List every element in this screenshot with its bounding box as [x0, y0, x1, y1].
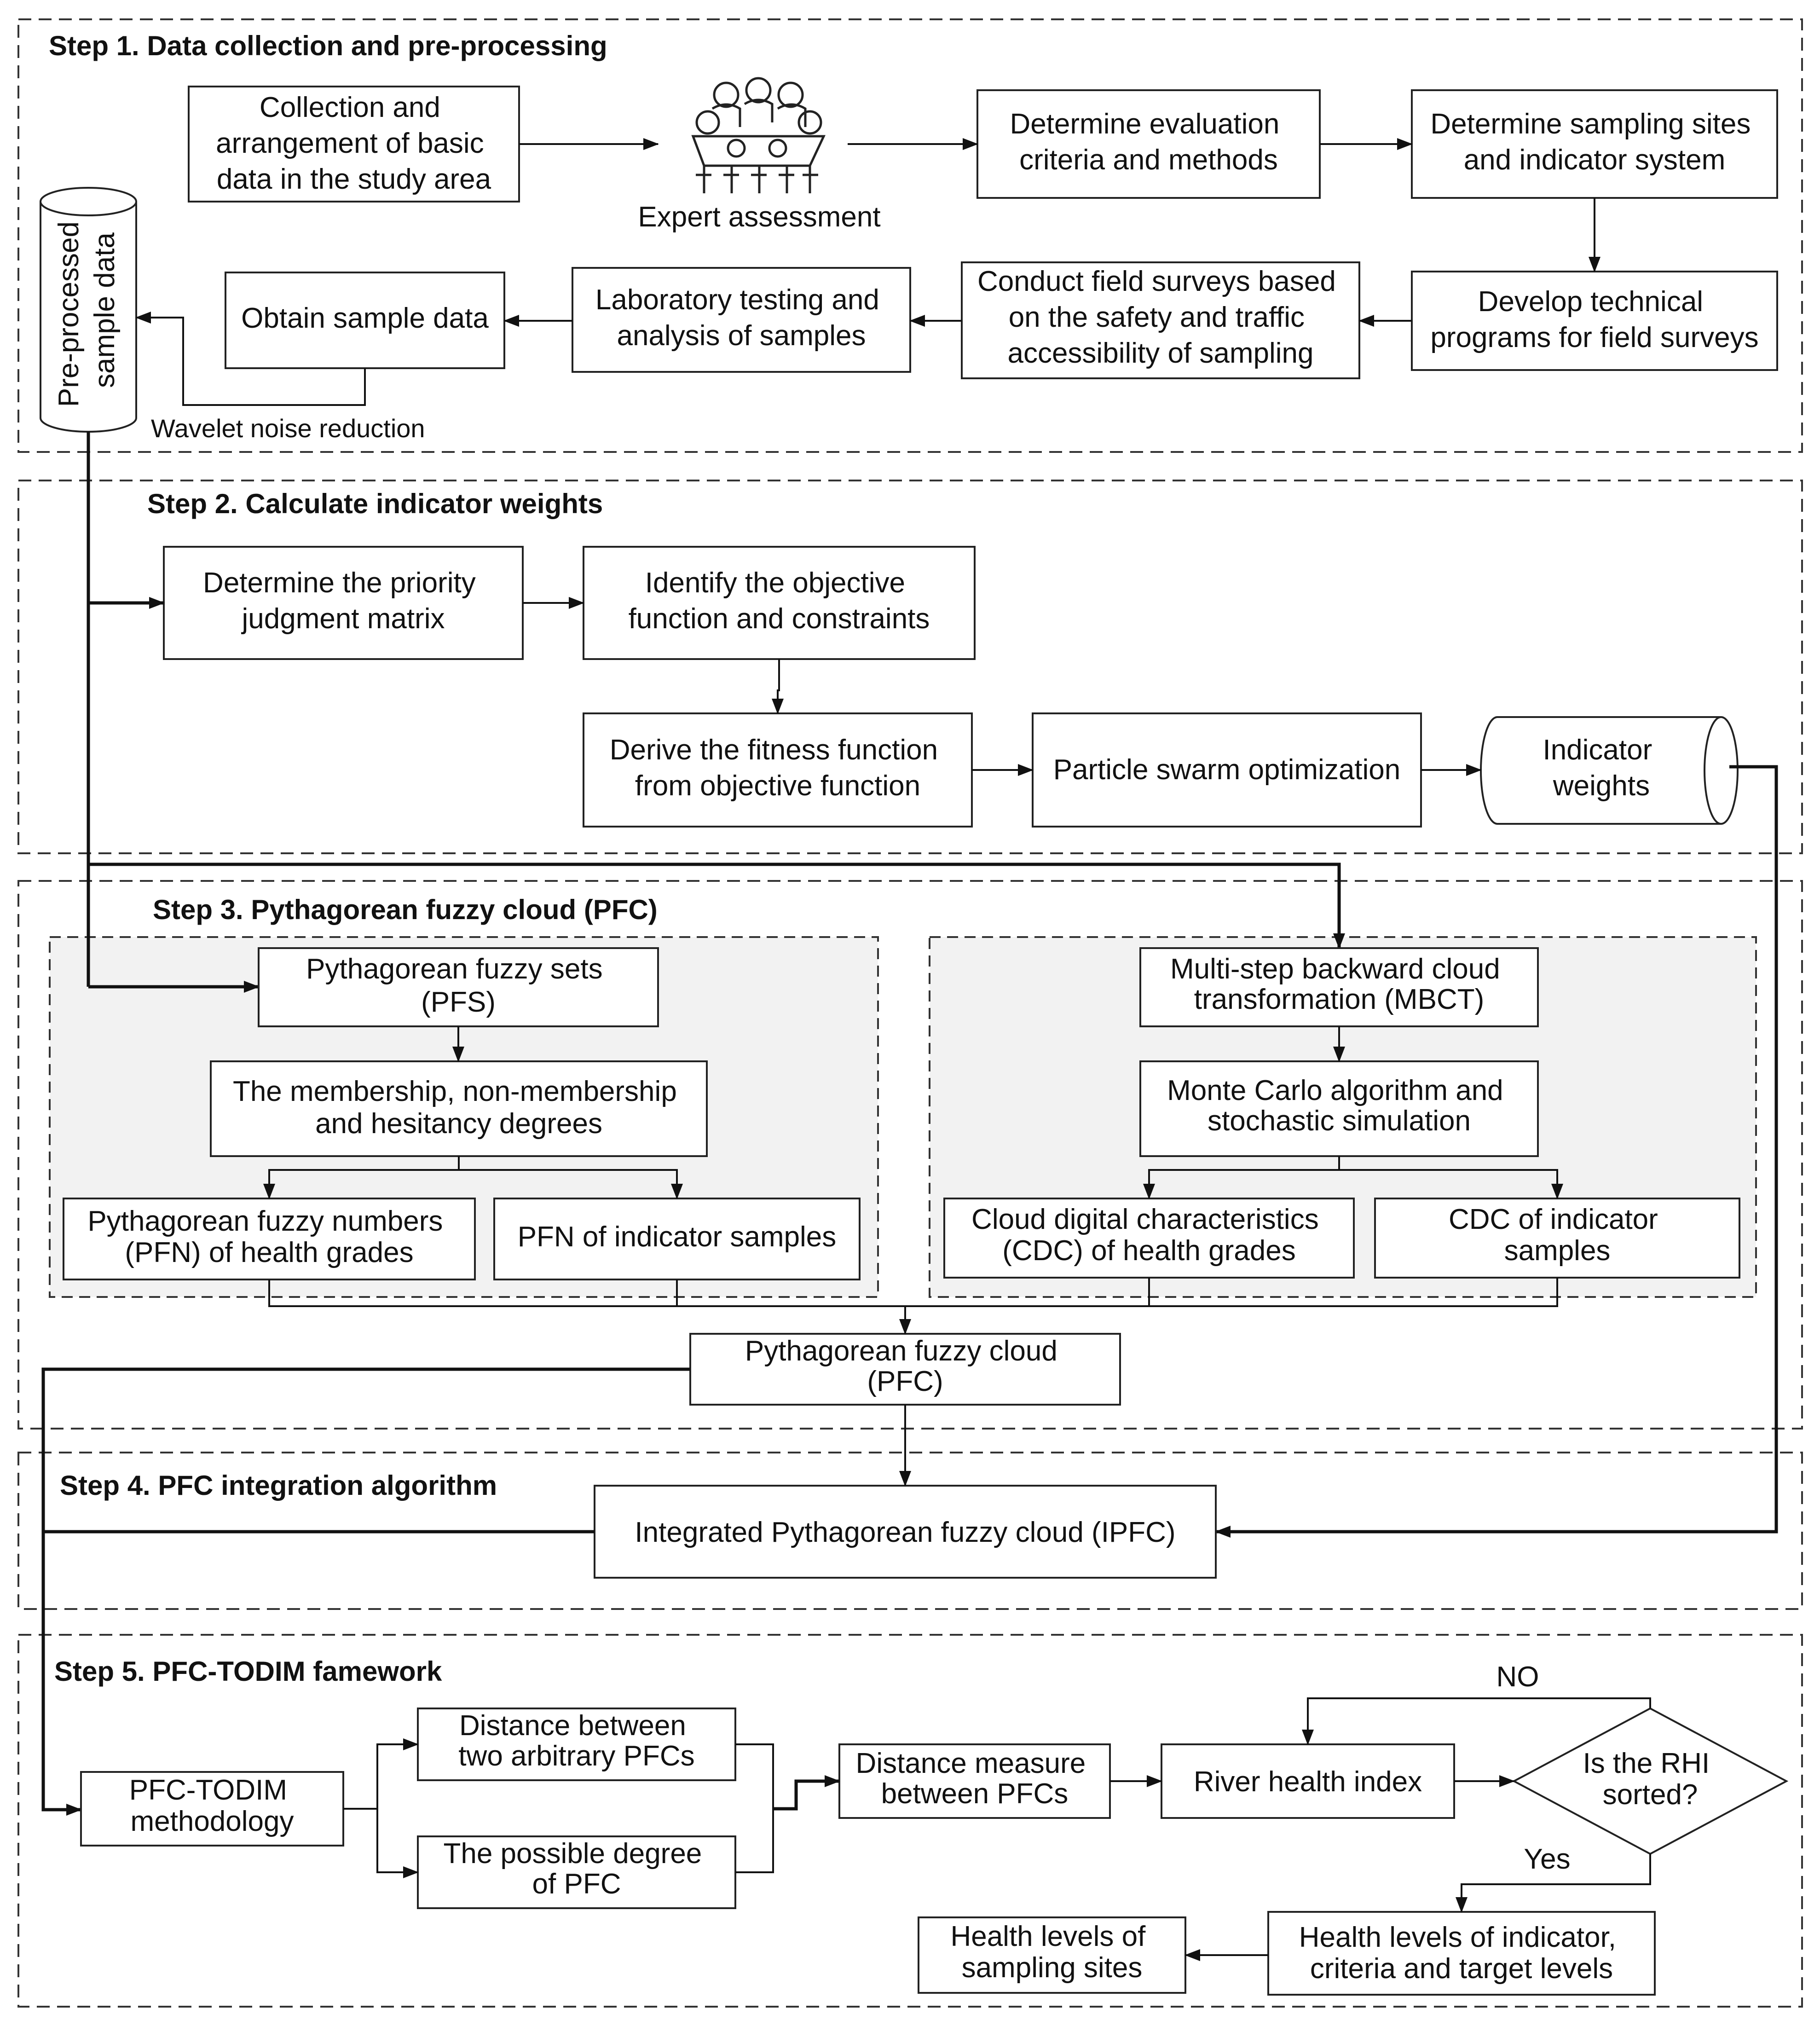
cdc-grades-label: Cloud digital characteristics (CDC) of h…: [971, 1204, 1327, 1267]
pfs-box: [258, 947, 659, 1027]
lab-label: Laboratory testing and analysis of sampl…: [595, 284, 887, 352]
criteria-label: Determine evaluation criteria and method…: [1010, 108, 1287, 176]
no-label: NO: [1496, 1661, 1539, 1693]
arrow-montecarlo-cdc-samples: [1339, 1169, 1563, 1199]
obtain-label: Obtain sample data: [241, 302, 489, 334]
health-indicator-label: Health levels of indicator, criteria and…: [1299, 1922, 1624, 1985]
line-pfc-to-todim: [41, 1367, 690, 1816]
sorted-label: Is the RHI sorted?: [1583, 1748, 1718, 1811]
step2-title: Step 2. Calculate indicator weights: [147, 488, 603, 519]
step3-title: Step 3. Pythagorean fuzzy cloud (PFC): [153, 894, 658, 925]
step4-frame: [17, 1452, 1803, 1610]
expert-label: Expert assessment: [638, 201, 880, 233]
step5-title: Step 5. PFC-TODIM famework: [54, 1656, 442, 1687]
step5-frame: [17, 1634, 1803, 2008]
line-montecarlo-split: [1143, 1156, 1340, 1199]
arrow-merge-distance-measure: [773, 1775, 840, 1811]
health-indicator-box: [1267, 1911, 1656, 1996]
rhi-label: River health index: [1194, 1766, 1422, 1798]
criteria-box: [976, 89, 1321, 199]
arrow-membership-pfn-samples: [459, 1169, 683, 1199]
programs-label: Develop technical programs for field sur…: [1430, 286, 1758, 353]
distance-two-label: Distance between two arbitrary PFCs: [458, 1710, 694, 1772]
arrow-objective-fitness: [772, 659, 784, 714]
pfc-label: Pythagorean fuzzy cloud (PFC): [745, 1335, 1065, 1397]
arrow-yes-health-indicator: [1456, 1854, 1651, 1913]
possible-label: The possible degree of PFC: [443, 1838, 710, 1900]
step1-title: Step 1. Data collection and pre-processi…: [49, 30, 607, 61]
surveys-box: [961, 261, 1360, 379]
sampling-label: Determine sampling sites and indicator s…: [1430, 108, 1758, 176]
priority-box: [163, 546, 524, 660]
health-sites-label: Health levels of sampling sites: [950, 1921, 1153, 1984]
pso-label: Particle swarm optimization: [1053, 754, 1401, 786]
objective-label: Identify the objective function and cons…: [629, 567, 930, 635]
pso-box: [1032, 712, 1422, 828]
ipfc-box: [594, 1485, 1217, 1579]
programs-box: [1411, 271, 1778, 371]
line-distance-two-merge: [735, 1743, 774, 1873]
arrow-trunk-to-mbct: [88, 862, 1345, 949]
membership-label: The membership, non-membership and hesit…: [233, 1076, 685, 1140]
fitness-label: Derive the fitness function from objecti…: [610, 734, 946, 802]
mbct-label: Multi-step backward cloud transformation…: [1170, 953, 1508, 1015]
priority-label: Determine the priority judgment matrix: [203, 567, 484, 635]
collection-box: [188, 86, 520, 203]
arrow-todim-possible: [376, 1809, 419, 1878]
distance-two-box: [417, 1708, 736, 1781]
line-membership-split: [263, 1156, 460, 1199]
montecarlo-label: Monte Carlo algorithm and stochastic sim…: [1167, 1075, 1511, 1137]
arrow-todim-distance-two: [376, 1738, 419, 1809]
surveys-label: Conduct field surveys based on the safet…: [977, 266, 1344, 369]
pfs-label: Pythagorean fuzzy sets (PFS): [306, 953, 611, 1018]
pfn-grades-label: Pythagorean fuzzy numbers (PFN) of healt…: [87, 1205, 451, 1268]
preprocessed-data-cylinder: [40, 187, 137, 433]
weights-label: Indicator weights: [1543, 734, 1660, 802]
ipfc-label: Integrated Pythagorean fuzzy cloud (IPFC…: [635, 1517, 1175, 1548]
possible-box: [417, 1835, 736, 1909]
distance-measure-label: Distance measure between PFCs: [856, 1748, 1094, 1810]
yes-label: Yes: [1524, 1843, 1570, 1875]
arrow-no-loop: [1302, 1697, 1651, 1745]
pfn-grades-box: [63, 1198, 476, 1280]
objective-box: [583, 546, 976, 660]
arrow-weights-to-ipfc: [1215, 765, 1778, 1538]
preprocessed-label: Pre-processed sample data: [53, 214, 121, 407]
fitness-box: [583, 712, 973, 828]
todim-label: PFC-TODIM methodology: [129, 1774, 295, 1837]
arrow-wavelet-to-preprocessed: [135, 312, 366, 406]
step4-title: Step 4. PFC integration algorithm: [60, 1470, 497, 1501]
step1-frame: [17, 18, 1803, 453]
step2-frame: [17, 480, 1803, 854]
sampling-box: [1411, 89, 1778, 199]
indicator-weights-cylinder: [1480, 716, 1739, 825]
expert-meeting-icon: [691, 77, 826, 193]
lab-box: [572, 267, 911, 373]
wavelet-label: Wavelet noise reduction: [151, 414, 425, 443]
pfn-samples-label: PFN of indicator samples: [518, 1221, 837, 1253]
collection-label: Collection and arrangement of basic data…: [216, 92, 492, 195]
step3-frame: [17, 880, 1803, 1430]
cdc-samples-label: CDC of indicator samples: [1449, 1204, 1666, 1267]
line-collect-to-pfc: [268, 1278, 1558, 1307]
